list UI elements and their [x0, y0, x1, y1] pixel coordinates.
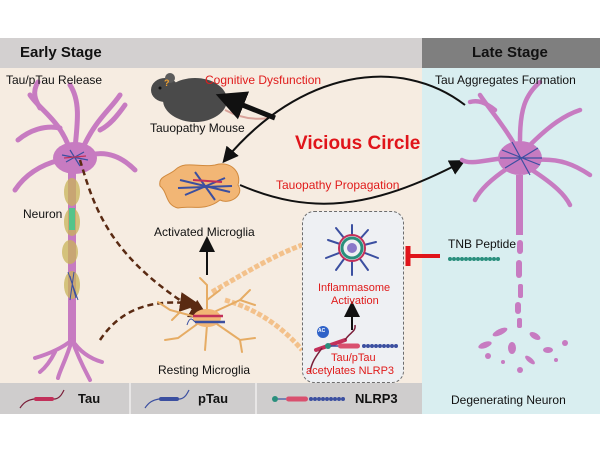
- aggregates-label: Tau Aggregates Formation: [435, 73, 576, 87]
- propagation-label: Tauopathy Propagation: [276, 178, 400, 192]
- tnb-peptide-label: TNB Peptide: [448, 237, 517, 251]
- inflammasome-title-line1: Inflammasome: [318, 282, 391, 294]
- legend-divider: [255, 383, 257, 414]
- degenerating-neuron-label: Degenerating Neuron: [451, 393, 566, 407]
- activated-microglia-illustration: [159, 163, 241, 209]
- inflammasome-caption-line2: acetylates NLRP3: [306, 365, 395, 377]
- legend-tau-label: Tau: [78, 391, 101, 406]
- late-stage-title: Late Stage: [472, 44, 548, 61]
- resting-microglia-illustration: [157, 277, 256, 353]
- neuron-illustration: [12, 79, 138, 382]
- arc-to-activated-microglia: [222, 75, 466, 164]
- neuron-label: Neuron: [23, 207, 63, 221]
- resting-microglia-label: Resting Microglia: [158, 363, 251, 377]
- legend-nlrp3-label: NLRP3: [355, 391, 398, 406]
- tnb-peptide-icon: [448, 257, 500, 261]
- legend-ptau-label: pTau: [198, 391, 229, 406]
- early-stage-header: Early Stage: [0, 38, 422, 68]
- mouse-label: Tauopathy Mouse: [150, 121, 245, 135]
- ptau-protein-icon: [144, 389, 190, 409]
- vicious-circle-label: Vicious Circle: [295, 133, 421, 154]
- cognitive-dysfunction-label: Cognitive Dysfunction: [205, 73, 322, 87]
- activated-microglia-label: Activated Microglia: [154, 225, 255, 239]
- release-path-lower: [98, 292, 200, 341]
- late-stage-panel: [422, 68, 600, 414]
- zoom-band-upper: [210, 242, 303, 295]
- legend-divider: [129, 383, 131, 414]
- tau-protein-icon: [19, 389, 65, 409]
- acetyl-badge-text: AC: [318, 328, 326, 334]
- tauopathy-mouse-illustration: ?: [151, 73, 269, 122]
- late-neuron-illustration: [459, 79, 593, 373]
- late-stage-header: Late Stage: [422, 38, 600, 68]
- inflammasome-caption-line1: Tau/pTau: [331, 352, 376, 364]
- tnb-inhibition-symbol: [405, 246, 440, 266]
- release-path-upper: [78, 159, 210, 319]
- release-label: Tau/pTau Release: [6, 73, 103, 87]
- nlrp3-protein-icon: [272, 396, 345, 402]
- svg-text:?: ?: [164, 78, 170, 88]
- inflammasome-title-line2: Activation: [331, 295, 379, 307]
- acetyl-group-icon: [317, 326, 329, 338]
- arc-propagation: [239, 160, 466, 205]
- early-stage-title: Early Stage: [20, 44, 102, 61]
- arrow-to-mouse: [215, 91, 276, 121]
- legend-bar: [0, 383, 422, 414]
